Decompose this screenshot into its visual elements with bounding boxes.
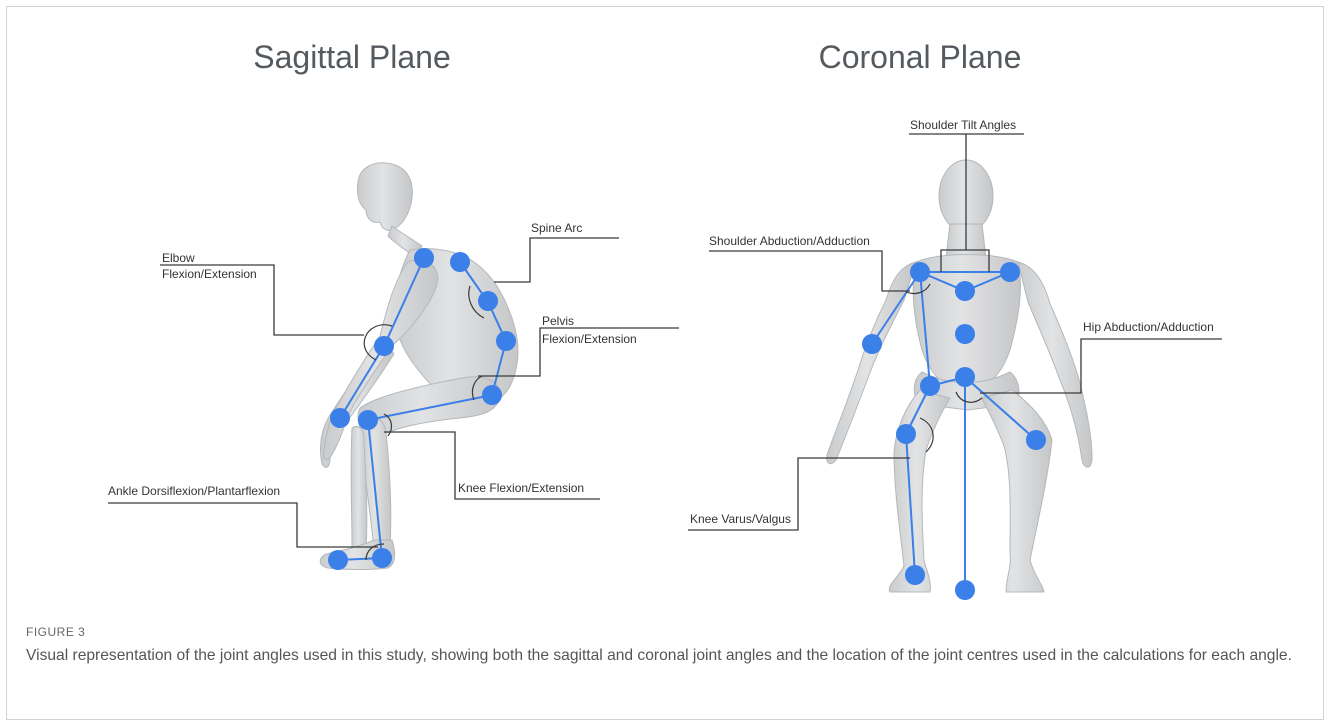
spine-label: Spine Arc	[531, 221, 582, 235]
thorax-joint	[955, 324, 975, 344]
toe-joint	[328, 550, 348, 570]
left-elbow-joint	[862, 334, 882, 354]
left-knee-joint	[896, 424, 916, 444]
shoulder-tilt-label: Shoulder Tilt Angles	[910, 118, 1016, 132]
elbow-joint	[374, 336, 394, 356]
mid-spine-joint	[478, 291, 498, 311]
left-shoulder-joint	[910, 262, 930, 282]
knee-varus-label: Knee Varus/Valgus	[690, 512, 791, 526]
sagittal-annotations: Elbow Flexion/Extension Spine Arc Pelvis…	[108, 221, 679, 560]
upper-spine-joint	[450, 252, 470, 272]
shoulder-abduction-label: Shoulder Abduction/Adduction	[709, 234, 870, 248]
coronal-left-leg	[889, 390, 950, 592]
pelvis-label-line1: Pelvis	[542, 314, 574, 328]
ankle-leader	[108, 503, 378, 547]
sagittal-title: Sagittal Plane	[253, 39, 450, 75]
left-hip-joint	[920, 376, 940, 396]
spine-leader	[494, 238, 619, 282]
knee-joint	[358, 410, 378, 430]
elbow-label-line1: Elbow	[162, 251, 195, 265]
elbow-label-line2: Flexion/Extension	[162, 267, 257, 281]
figure-caption: Visual representation of the joint angle…	[26, 646, 1316, 666]
wrist-joint	[330, 408, 350, 428]
ankle-label: Ankle Dorsiflexion/Plantarflexion	[108, 484, 280, 498]
left-ankle-joint	[905, 565, 925, 585]
pelvis-label-line2: Flexion/Extension	[542, 332, 637, 346]
joint-angle-diagram: Sagittal Plane	[0, 0, 1330, 620]
figure-label: FIGURE 3	[26, 625, 85, 639]
coronal-title: Coronal Plane	[819, 39, 1022, 75]
sagittal-back-shin	[351, 427, 367, 549]
sternum-joint	[955, 281, 975, 301]
hip-abduction-label: Hip Abduction/Adduction	[1083, 320, 1214, 334]
shoulder-abduction-leader	[709, 251, 910, 291]
sagittal-head	[357, 163, 412, 231]
lower-spine-joint	[496, 331, 516, 351]
right-knee-joint	[1026, 430, 1046, 450]
midline-floor-joint	[955, 580, 975, 600]
sagittal-body-figure	[320, 163, 518, 570]
ankle-joint	[372, 548, 392, 568]
knee-label: Knee Flexion/Extension	[458, 481, 584, 495]
right-shoulder-joint	[1000, 262, 1020, 282]
hip-joint	[482, 385, 502, 405]
shoulder-joint	[414, 248, 434, 268]
pelvis-centre-joint	[955, 367, 975, 387]
coronal-right-leg	[982, 390, 1052, 592]
